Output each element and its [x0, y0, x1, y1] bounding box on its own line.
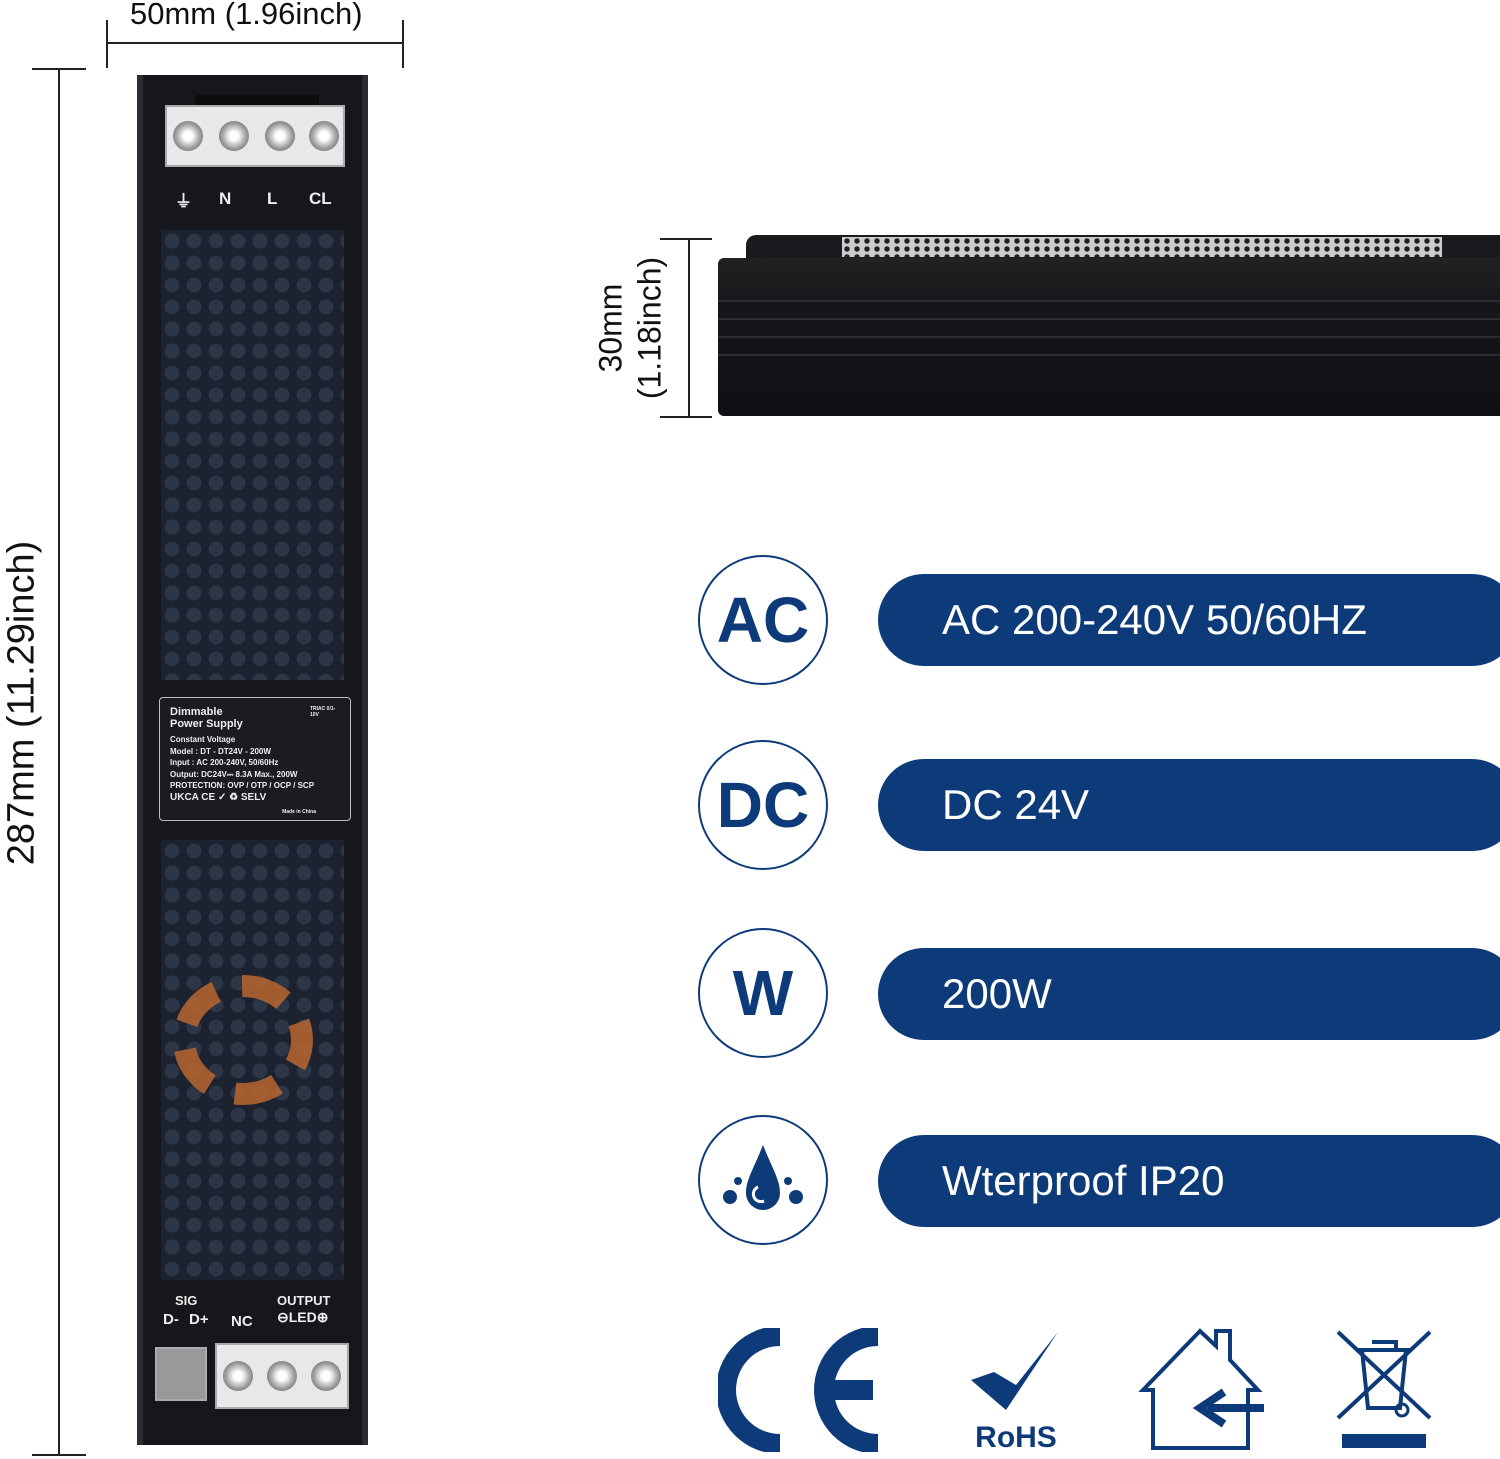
terminal-label-cl: CL: [309, 189, 332, 208]
d-minus-label: D-: [163, 1311, 179, 1328]
indoor-use-icon: [1138, 1328, 1268, 1457]
length-dim-tick-bottom: [32, 1454, 86, 1456]
nameplate: Dimmable Power Supply TRIAC 0/1-10V Cons…: [159, 697, 351, 821]
output-terminal-block: [215, 1343, 349, 1409]
spec-ip-rating: Wterproof IP20: [878, 1135, 1500, 1227]
height-dimension-line: [688, 238, 690, 418]
signal-terminal-block: [155, 1347, 207, 1401]
terminal-label-l: L: [267, 189, 278, 208]
d-plus-label: D+: [189, 1311, 209, 1328]
length-label: 287mm (11.29inch): [0, 540, 43, 866]
terminal-label-earth: ⏚: [175, 192, 192, 211]
output-label: OUTPUT: [277, 1293, 331, 1308]
spec-output-voltage: DC 24V: [878, 759, 1500, 851]
width-dim-tick-right: [402, 20, 404, 68]
ce-mark-icon: [716, 1326, 884, 1457]
sig-label: SIG: [175, 1293, 198, 1308]
length-dimension-line: [58, 68, 60, 1456]
led-polarity-label: ⊖LED⊕: [277, 1309, 329, 1325]
spec-power: 200W: [878, 948, 1500, 1040]
input-terminal-block: [165, 105, 345, 167]
water-drop-icon: [698, 1115, 828, 1245]
nc-label: NC: [231, 1313, 253, 1330]
height-dim-tick-top: [660, 238, 712, 240]
width-dimension-line: [106, 42, 404, 44]
height-label-mm: 30mm: [592, 283, 629, 373]
inductor-coil: [173, 975, 313, 1105]
height-dim-tick-bottom: [660, 416, 712, 418]
power-supply-top-view: ⏚ N L CL Dimmable Power Supply TRIAC 0/1…: [137, 75, 368, 1445]
side-view-mesh: [842, 237, 1442, 257]
dc-icon: DC: [698, 740, 828, 870]
width-label: 50mm (1.96inch): [130, 0, 363, 31]
terminal-label-n: N: [219, 189, 232, 208]
spec-input-voltage: AC 200-240V 50/60HZ: [878, 574, 1500, 666]
watt-icon: W: [698, 928, 828, 1058]
height-label-inch: (1.18inch): [631, 256, 668, 400]
vent-mesh-top: [161, 230, 344, 680]
width-dim-tick-left: [106, 20, 108, 68]
ac-icon: AC: [698, 555, 828, 685]
rohs-icon: RoHS: [966, 1330, 1066, 1455]
length-dim-tick-top: [32, 68, 86, 70]
weee-bin-icon: [1334, 1328, 1434, 1457]
